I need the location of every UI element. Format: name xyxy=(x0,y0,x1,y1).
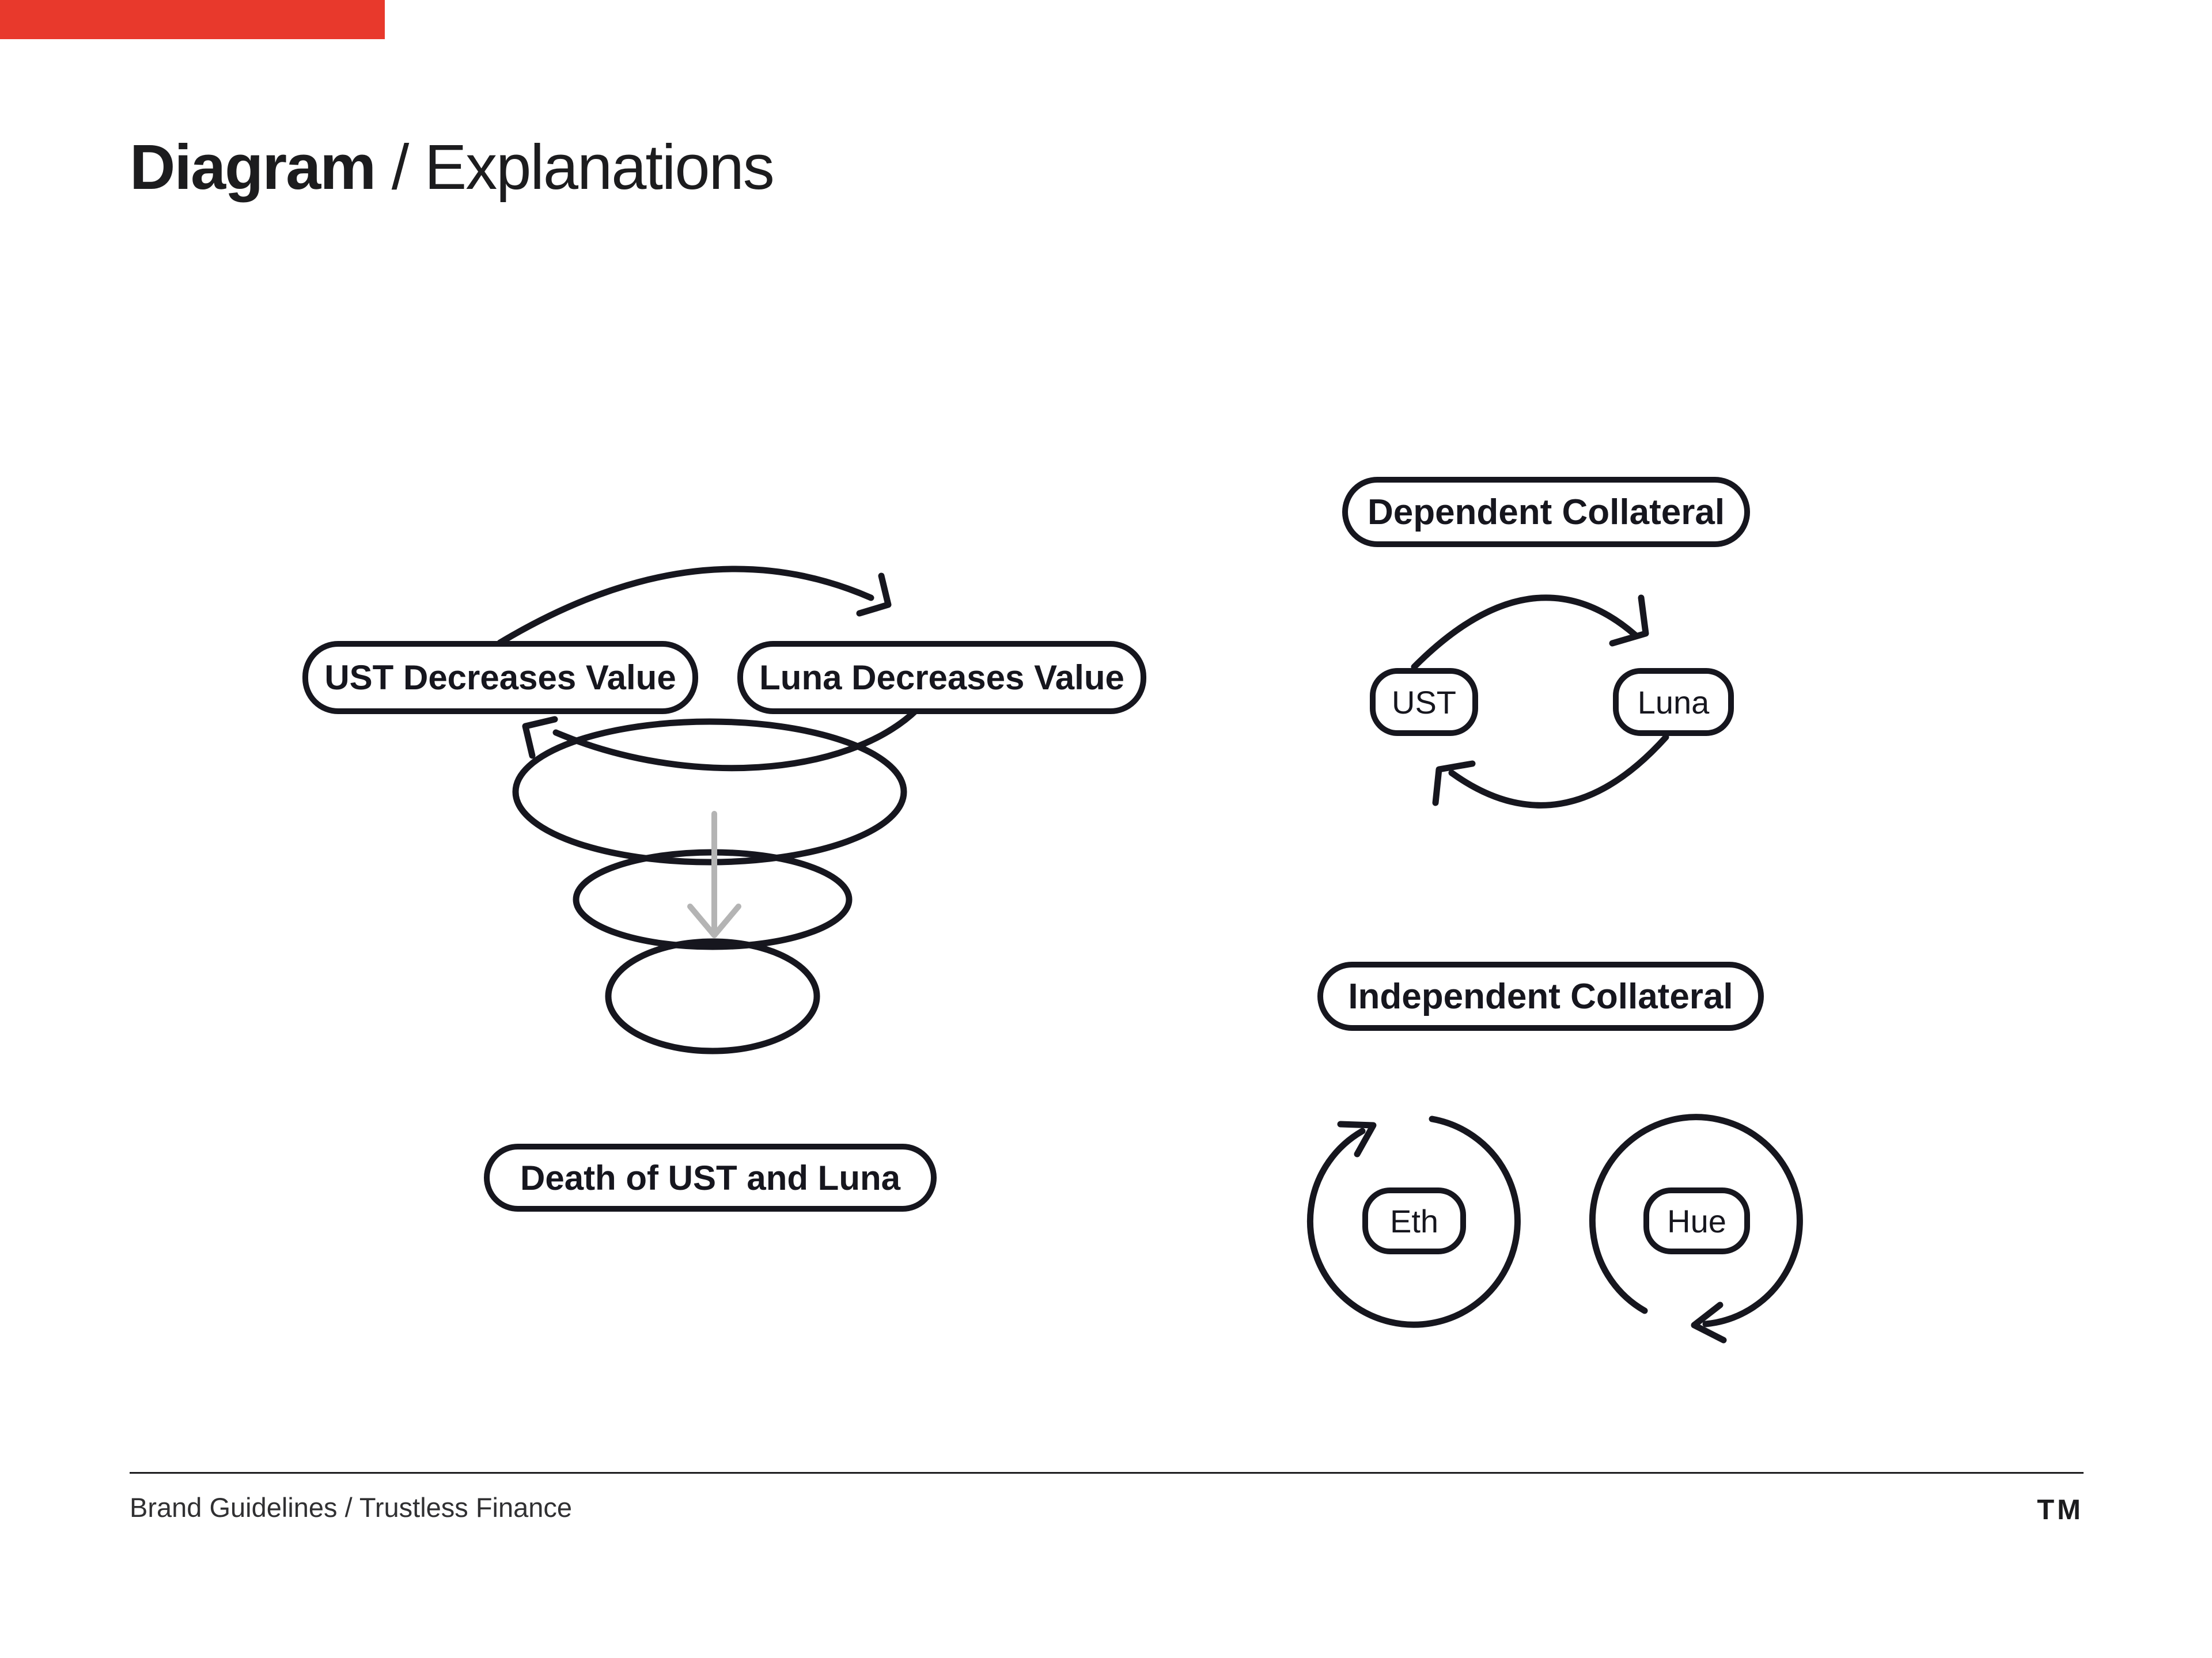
dependent-collateral-label: Dependent Collateral xyxy=(1367,492,1725,532)
independent-collateral-label: Independent Collateral xyxy=(1348,976,1733,1016)
ust-decreases-pill: UST Decreases Value xyxy=(302,641,698,714)
luna-token-label: Luna xyxy=(1637,684,1710,720)
down-arrow-head-icon xyxy=(687,904,741,938)
luna-decreases-pill: Luna Decreases Value xyxy=(737,641,1146,714)
footer-breadcrumb: Brand Guidelines / Trustless Finance xyxy=(130,1492,573,1523)
page-title: Diagram / Explanations xyxy=(130,131,775,204)
page-title-secondary: / Explanations xyxy=(375,132,775,203)
independent-collateral-pill: Independent Collateral xyxy=(1317,962,1764,1031)
page-title-primary: Diagram xyxy=(130,132,376,203)
trademark-label: TM xyxy=(2037,1494,2084,1526)
dependent-cycle-bottom-arrowhead-icon xyxy=(1432,760,1476,806)
ust-token-pill: UST xyxy=(1370,668,1478,736)
hue-token-pill: Hue xyxy=(1643,1187,1750,1254)
dependent-cycle-bottom-arc xyxy=(1448,734,1669,809)
dependent-cycle-top-arrowhead-icon xyxy=(1609,594,1649,647)
left-cycle-top-arc xyxy=(497,566,874,646)
hue-cycle-arrowhead-icon xyxy=(1691,1302,1727,1344)
dependent-cycle-top-arc xyxy=(1411,594,1638,670)
spiral-ellipse-top xyxy=(512,718,907,866)
dependent-collateral-pill: Dependent Collateral xyxy=(1342,477,1750,547)
hue-token-label: Hue xyxy=(1667,1202,1726,1239)
ust-decreases-label: UST Decreases Value xyxy=(324,658,676,697)
death-label: Death of UST and Luna xyxy=(520,1158,900,1197)
hue-cycle-circle xyxy=(1589,1114,1803,1327)
eth-cycle-circle xyxy=(1306,1116,1521,1328)
luna-decreases-label: Luna Decreases Value xyxy=(759,658,1124,697)
left-cycle-return-arrowhead-icon xyxy=(522,716,558,759)
ust-token-label: UST xyxy=(1392,684,1456,720)
luna-token-pill: Luna xyxy=(1613,668,1734,736)
eth-token-label: Eth xyxy=(1389,1202,1439,1239)
death-pill: Death of UST and Luna xyxy=(484,1144,937,1212)
spiral-ellipse-bottom xyxy=(605,938,820,1054)
left-cycle-return-arc xyxy=(552,706,921,772)
footer-divider xyxy=(130,1472,2084,1474)
top-accent-bar xyxy=(0,0,385,39)
eth-cycle-arrowhead-icon xyxy=(1337,1121,1377,1158)
left-cycle-top-arrowhead-icon xyxy=(856,572,892,617)
eth-token-pill: Eth xyxy=(1362,1187,1466,1254)
